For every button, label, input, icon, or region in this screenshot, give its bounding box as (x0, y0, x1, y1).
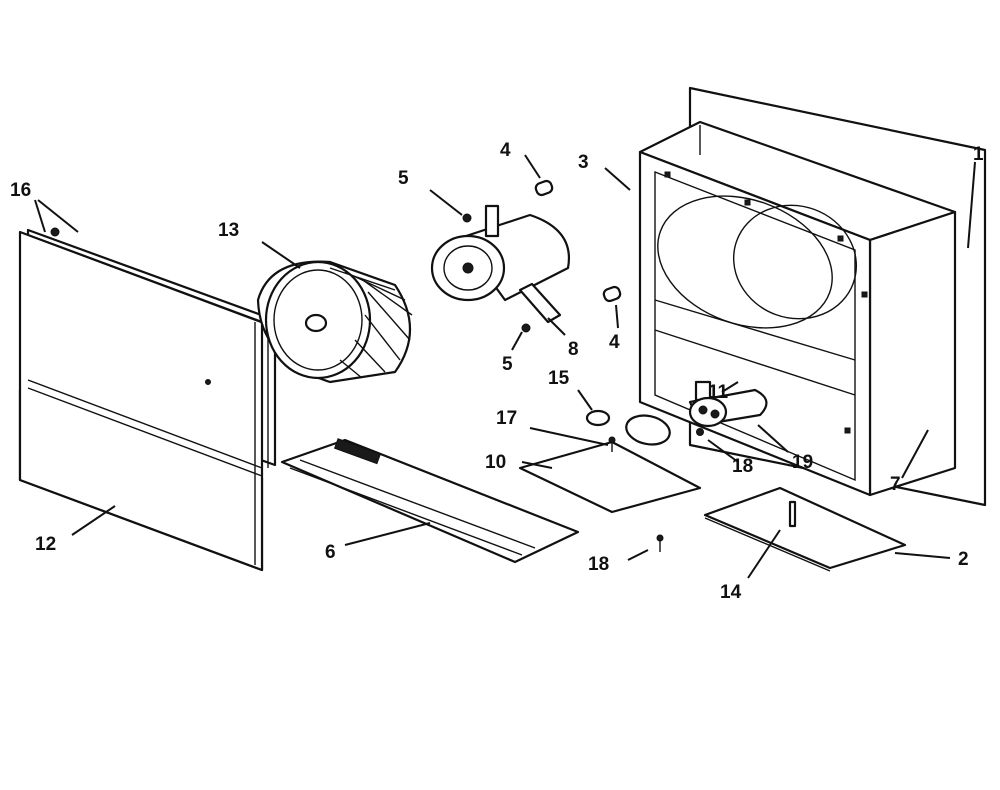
callout-10: 10 (485, 452, 506, 473)
callout-18-mid: 18 (732, 456, 753, 477)
leader-lines (34, 154, 976, 579)
part-8-motor (430, 204, 571, 324)
part-13-blower-wheel (256, 260, 413, 384)
part-10-plate (518, 440, 702, 514)
part-12-front-panel (18, 227, 277, 572)
callout-12: 12 (35, 534, 56, 555)
callout-5-top: 5 (398, 168, 409, 189)
part-2-bottom-plate (703, 486, 907, 572)
callout-5-bottom: 5 (502, 354, 513, 375)
callout-18-bottom: 18 (588, 554, 609, 575)
part-6-bottom-tray (280, 438, 580, 564)
callout-labels: 1 2 3 4 4 5 5 6 7 8 10 11 12 13 14 15 16… (10, 140, 984, 603)
callout-4-top: 4 (500, 140, 511, 161)
callout-2: 2 (958, 549, 969, 570)
callout-1: 1 (973, 144, 984, 165)
callout-11: 11 (708, 382, 729, 403)
callout-13: 13 (218, 220, 239, 241)
callout-19: 19 (792, 452, 813, 473)
callout-17: 17 (496, 408, 517, 429)
callout-16: 16 (10, 180, 31, 201)
callout-8: 8 (568, 339, 579, 360)
part-19-capacitor (688, 388, 768, 428)
callout-3: 3 (578, 152, 589, 173)
callout-6: 6 (325, 542, 336, 563)
callout-15: 15 (548, 368, 570, 389)
callout-7: 7 (890, 474, 901, 495)
callout-4-right: 4 (609, 332, 620, 353)
callout-14: 14 (720, 582, 742, 603)
hardware-small-parts (462, 179, 704, 552)
